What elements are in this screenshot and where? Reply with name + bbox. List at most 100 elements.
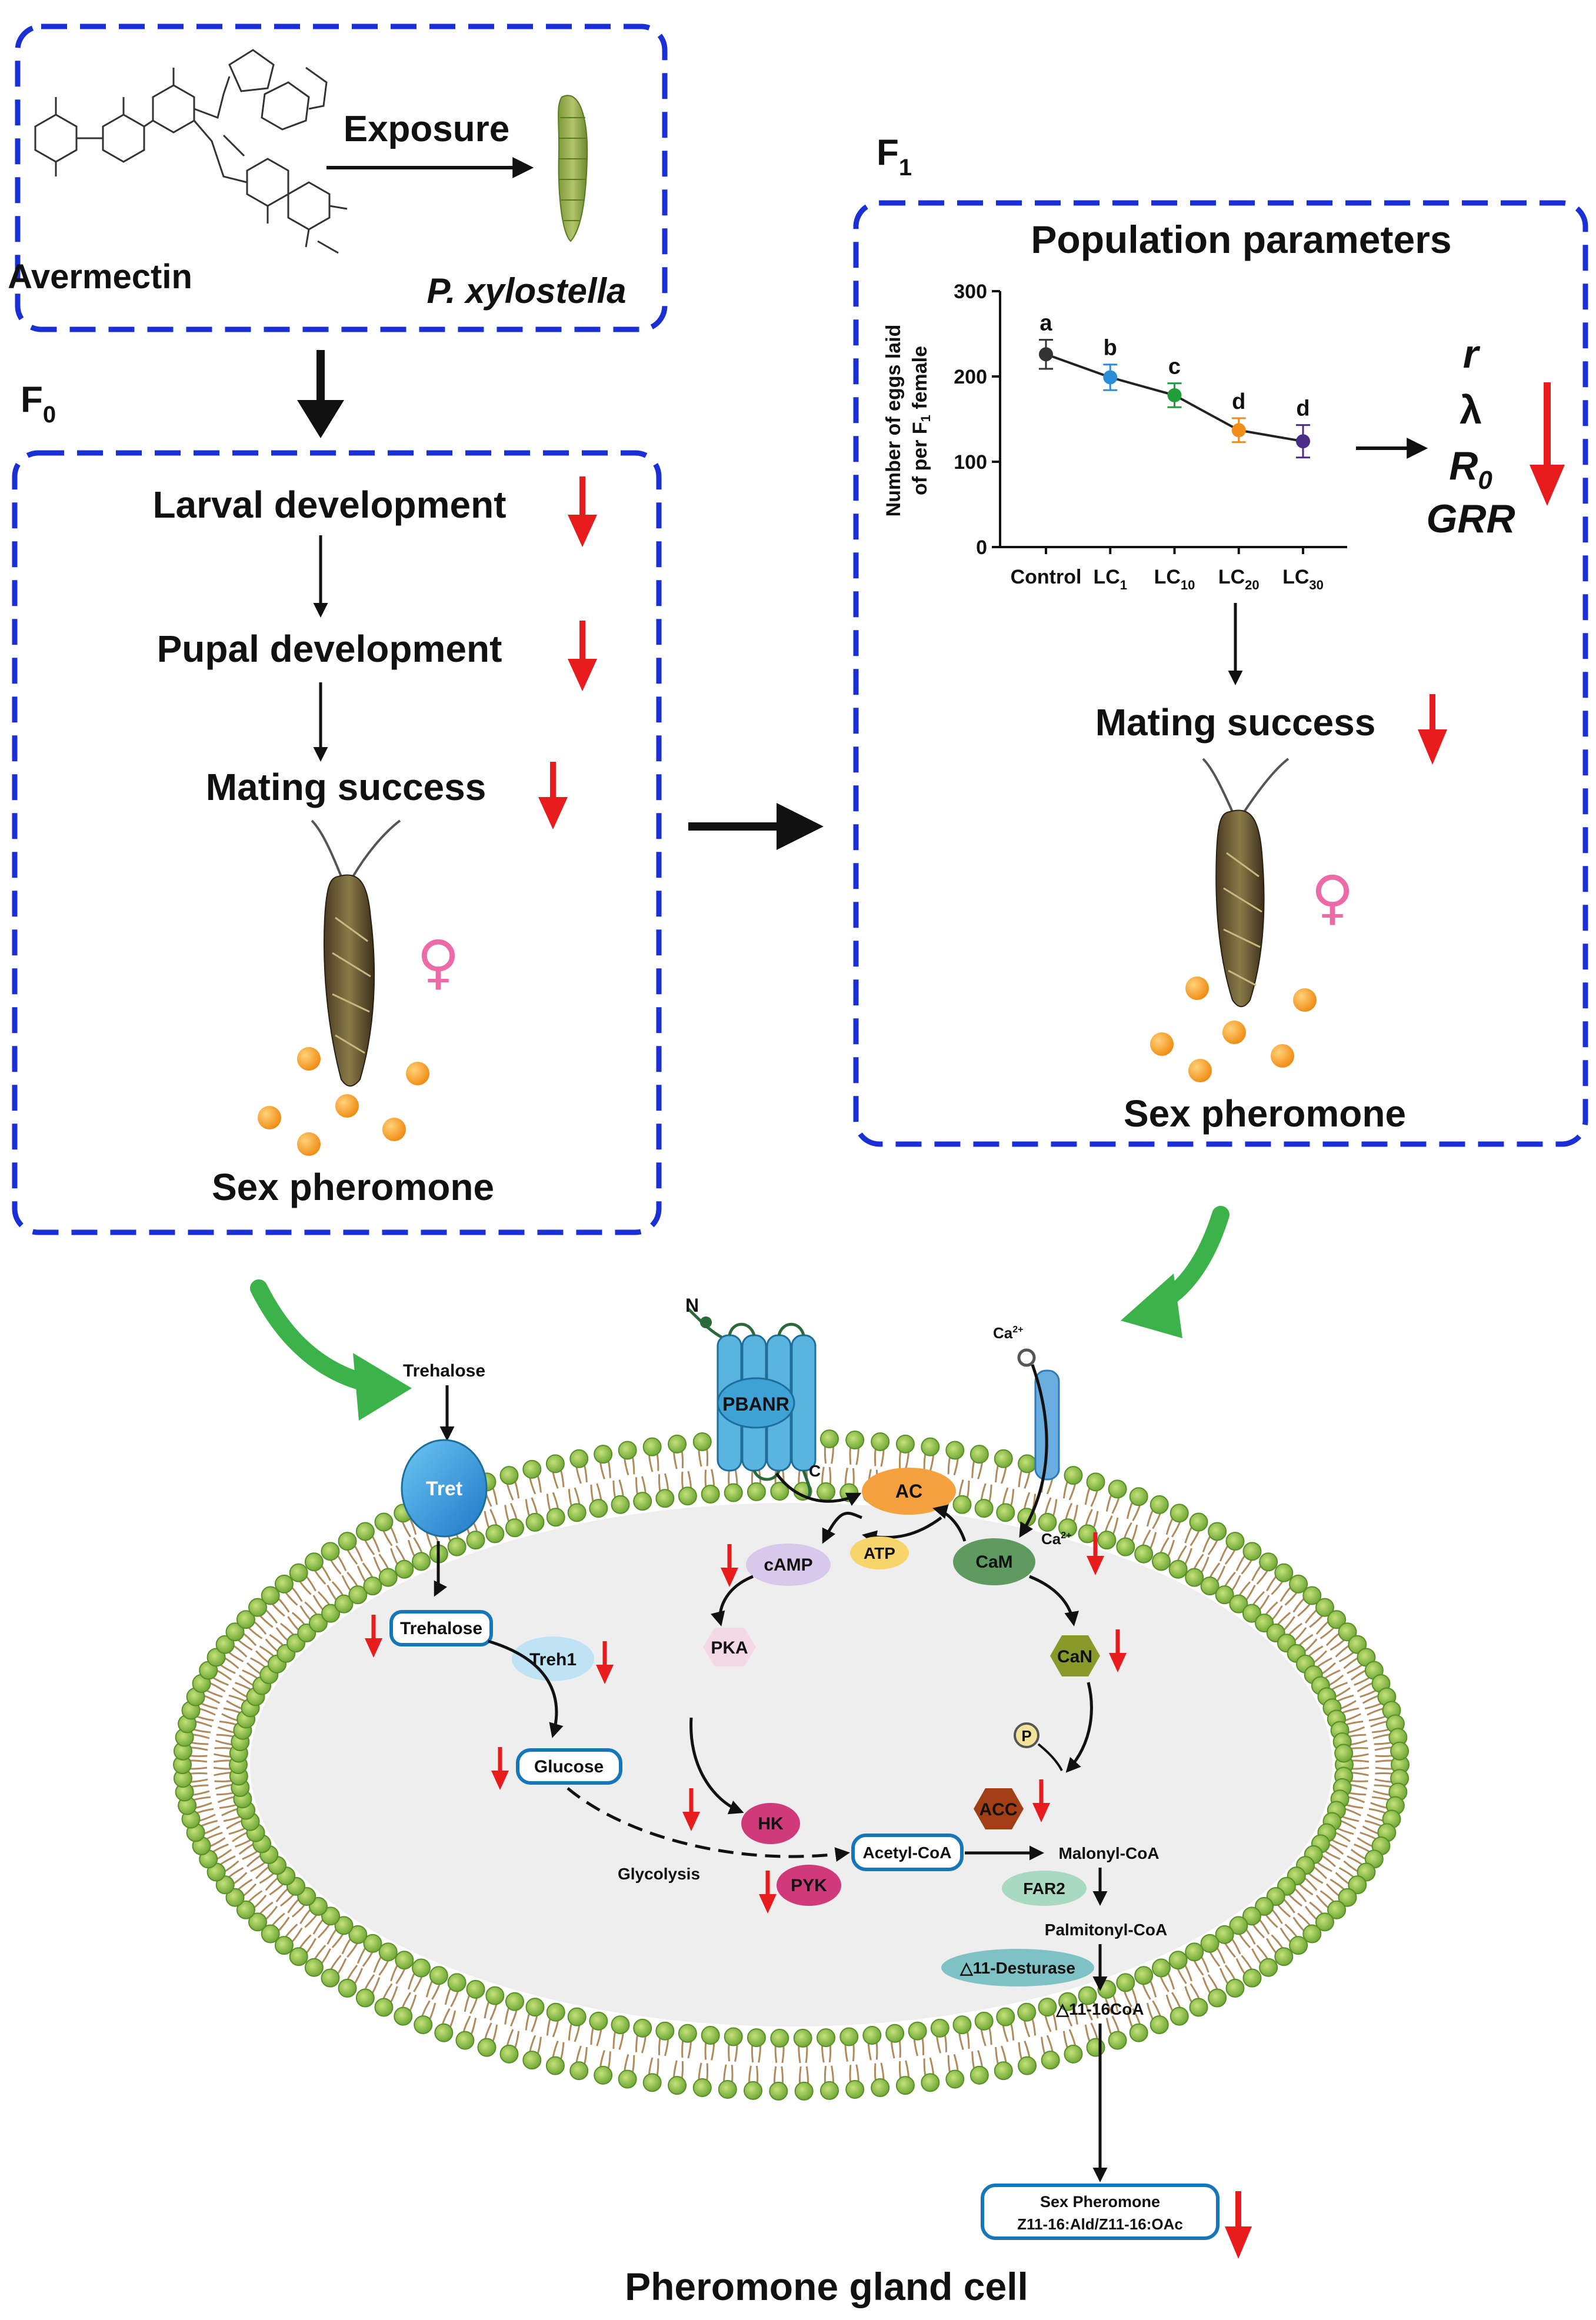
param-r: r (1463, 332, 1481, 376)
significance-letter: d (1296, 396, 1310, 421)
far2-label: FAR2 (1023, 1879, 1065, 1898)
atp-label: ATP (864, 1544, 895, 1562)
hk-enzyme (741, 1803, 800, 1844)
f1-box (853, 200, 1588, 1147)
pka-label: PKA (711, 1638, 748, 1658)
x-tick-label: LC30 (1282, 566, 1324, 592)
f0-sex-pheromone: Sex pheromone (212, 1166, 494, 1208)
data-point (1039, 347, 1053, 362)
f0-down-arrow-mating (538, 762, 568, 829)
hk-down-arrow (682, 1788, 700, 1831)
camp-to-pka-arrow (711, 1575, 754, 1626)
acc-enzyme (974, 1788, 1024, 1829)
species-label: P. xylostella (427, 271, 626, 311)
avermectin-structure (34, 49, 348, 254)
y-tick-label: 300 (954, 281, 987, 303)
pbanr-n-term: N (685, 1295, 699, 1316)
chart-ylabel-line2: of per F1 female (909, 346, 933, 495)
f1-down-arrow-mating (1418, 694, 1447, 765)
f1-moth-image (1202, 758, 1290, 1008)
glycolysis-dashed-arrow (567, 1787, 850, 1862)
coa16-label: △11-16CoA (1055, 2000, 1144, 2018)
data-point (1103, 370, 1118, 385)
cam-down-arrow (1087, 1532, 1104, 1575)
acc-down-arrow (1032, 1779, 1050, 1822)
trehalose-down-arrow (365, 1615, 382, 1658)
cell-membrane (171, 1426, 1412, 2103)
hk-label: HK (758, 1814, 784, 1834)
cam-protein (953, 1538, 1035, 1585)
sex-pheromone-down-arrow (1225, 2191, 1252, 2259)
top-to-f0-arrow (297, 350, 344, 438)
f1-label: F1 (877, 132, 912, 181)
ac-enzyme (862, 1468, 956, 1515)
pyk-down-arrow (759, 1871, 777, 1914)
tret-label: Tret (426, 1478, 462, 1500)
phosphate-label: P (1021, 1727, 1031, 1745)
treh1-enzyme (512, 1636, 594, 1681)
can-enzyme (1050, 1635, 1100, 1676)
trehalose-to-glucose-arrow (488, 1639, 564, 1738)
significance-letter: b (1104, 336, 1117, 361)
x-tick-label: Control (1011, 566, 1082, 588)
tret-to-trehalose-arrow (434, 1541, 448, 1597)
sex-pheromone-box (981, 2184, 1220, 2240)
ac-to-camp-arrow (822, 1511, 862, 1544)
atp-molecule (850, 1536, 909, 1569)
green-arrow-right (1121, 1206, 1230, 1338)
x-tick-label: LC20 (1218, 566, 1260, 592)
pka-enzyme (703, 1628, 756, 1666)
significance-letter: c (1168, 355, 1181, 379)
trehalose-outside-label: Trehalose (403, 1361, 485, 1381)
f0-moth-image (311, 819, 401, 1087)
sex-pheromone-line2: Z11-16:Ald/Z11-16:OAc (1017, 2215, 1183, 2233)
chart-ylabel-line1: Number of eggs laid (882, 325, 905, 517)
pbanr-label: PBANR (722, 1394, 789, 1415)
data-point (1167, 388, 1182, 402)
y-tick-label: 200 (954, 366, 987, 388)
phosphate-link (1037, 1743, 1063, 1771)
param-lambda: λ (1460, 388, 1482, 432)
data-point (1296, 434, 1310, 449)
pyk-enzyme (777, 1865, 841, 1906)
x-tick-label: LC1 (1093, 566, 1127, 592)
pyk-label: PYK (791, 1876, 827, 1895)
f0-down-arrow-larval (568, 476, 597, 547)
f1-pheromone-balls (1150, 976, 1317, 1082)
treh1-down-arrow (596, 1641, 614, 1684)
pbanr-c-term: C (809, 1462, 821, 1480)
cam-to-can-arrow (1029, 1575, 1079, 1626)
trehalose-inside-box (389, 1610, 493, 1646)
f1-mating-success: Mating success (1095, 701, 1376, 744)
cam-label: CaM (975, 1552, 1012, 1572)
exposure-label: Exposure (344, 109, 510, 149)
y-tick-label: 0 (976, 536, 987, 559)
params-down-arrow (1530, 382, 1565, 506)
desaturase-enzyme (941, 1949, 1094, 1986)
larva-image (558, 95, 588, 242)
f0-label: F0 (21, 379, 56, 428)
glycolysis-label: Glycolysis (618, 1865, 700, 1883)
acetyl-coa-label: Acetyl-CoA (863, 1844, 952, 1862)
significance-letter: d (1232, 389, 1245, 414)
acc-label: ACC (979, 1800, 1018, 1819)
can-to-acc-arrow (1065, 1682, 1093, 1773)
acetyl-coa-box (851, 1834, 964, 1871)
f1-title: Population parameters (1031, 218, 1451, 261)
ca-inside-label: Ca2+ (1041, 1530, 1072, 1548)
param-r0: R0 (1449, 444, 1492, 495)
f0-pupal-development: Pupal development (157, 628, 502, 670)
malonyl-coa-label: Malonyl-CoA (1058, 1844, 1159, 1862)
glucose-label: Glucose (534, 1757, 604, 1776)
phosphate-circle (1014, 1722, 1039, 1748)
f0-down-arrow-pupal (568, 621, 597, 691)
far2-enzyme (1002, 1871, 1087, 1906)
glucose-down-arrow (491, 1747, 509, 1790)
ca-outside-label: Ca2+ (993, 1324, 1024, 1342)
significance-letter: a (1039, 311, 1052, 336)
pka-to-hk-arrow (689, 1717, 744, 1815)
tret-transporter (401, 1439, 488, 1538)
f1-sex-pheromone: Sex pheromone (1124, 1092, 1406, 1135)
f1-female-symbol: ♀ (1311, 863, 1354, 932)
